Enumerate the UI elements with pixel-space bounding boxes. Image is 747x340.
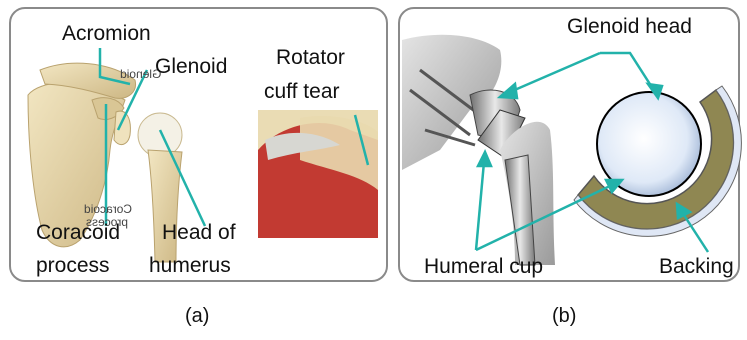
humeral-cup-arrow-left [478,152,491,166]
label-backing: Backing [659,255,734,279]
caption-a: (a) [185,305,209,328]
glenoid-head-pointer-left [510,53,600,92]
label-head-line2: humerus [149,254,231,278]
label-rotator-line1: Rotator [276,46,345,70]
prosthesis-xray-illustration [402,35,741,265]
glenoid-head-pointer-right [600,53,655,92]
label-humeral-cup: Humeral cup [424,255,543,279]
inset-coracoid-mirror1: Coracoid [84,203,132,215]
label-acromion: Acromion [62,22,151,46]
label-glenoid-head: Glenoid head [567,15,692,39]
label-coracoid-line2: process [36,254,110,278]
glenoid-head-arrow-left [500,84,517,98]
caption-b: (b) [552,305,576,328]
glenoid-shape [114,111,130,144]
humeral-cup-pointer-left [476,162,484,250]
label-rotator-line2: cuff tear [264,80,340,104]
label-coracoid-line1: Coracoid [36,221,120,245]
label-glenoid: Glenoid [155,55,227,79]
label-head-line1: Head of [162,221,236,245]
